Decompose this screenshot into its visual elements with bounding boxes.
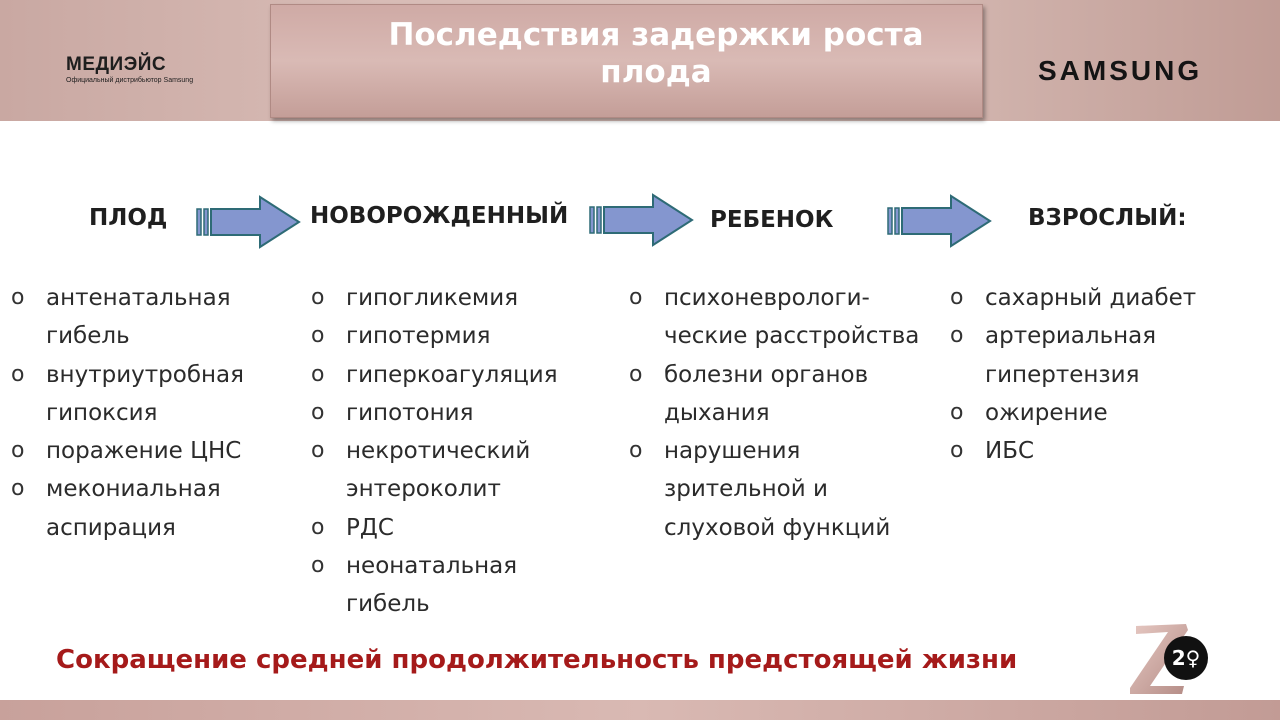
list-item: o поражение ЦНС (11, 432, 301, 470)
list-item-text: некротический энтероколит (346, 438, 531, 503)
list-item-text: гиперкоагуляция (346, 361, 558, 388)
list-item-text: артериальная гипертензия (985, 323, 1157, 388)
circle-bullet-icon: o (311, 323, 325, 349)
circle-bullet-icon: o (311, 399, 325, 425)
list-item-text: гипотония (346, 399, 474, 426)
list-item: o некротический энтероколит (311, 432, 611, 509)
right-arrow-icon (589, 193, 694, 247)
list-item: o сахарный диабет (950, 279, 1250, 317)
list-item-text: мекониальная аспирация (46, 476, 221, 541)
list-item: o мекониальная аспирация (11, 470, 301, 547)
circle-bullet-icon: o (950, 399, 964, 425)
list-item-text: неонатальная гибель (346, 553, 518, 618)
list-item-text: РДС (346, 514, 394, 541)
list-item: o болезни органов дыхания (629, 356, 949, 433)
list-item: o гипогликемия (311, 279, 611, 317)
right-arrow-icon (196, 195, 301, 249)
header-band: МЕДИЭЙС Официальный дистрибьютор Samsung… (0, 0, 1280, 121)
list-item: o гипотермия (311, 317, 611, 355)
fetus-consequences-list: o антенатальная гибель o внутриутробная гип… (11, 279, 301, 547)
medias-logo: МЕДИЭЙС Официальный дистрибьютор Samsung (66, 54, 196, 85)
circle-bullet-icon: o (950, 438, 964, 464)
slide-title: Последствия задержки роста плода (388, 17, 924, 90)
list-item: o ИБС (950, 432, 1250, 470)
circle-bullet-icon: o (311, 438, 325, 464)
list-item: o артериальная гипертензия (950, 317, 1250, 394)
list-item: o нарушения зрительной и слуховой функций (629, 432, 949, 547)
list-item: o ожирение (950, 394, 1250, 432)
list-item-text: ИБС (985, 438, 1035, 465)
circle-bullet-icon: o (629, 285, 643, 310)
list-item: o внутриутробная гипоксия (11, 356, 301, 433)
circle-bullet-icon: o (11, 361, 25, 387)
list-item-text: болезни органов дыхания (664, 361, 869, 426)
list-item-text: поражение ЦНС (46, 438, 242, 465)
adult-consequences-list: o сахарный диабет o артериальная гипертензи… (950, 279, 1250, 470)
medias-logo-tagline: Официальный дистрибьютор Samsung (66, 77, 194, 84)
circle-bullet-icon: o (311, 361, 325, 387)
z-logo-icon: 2♀ (1130, 624, 1208, 694)
list-item: o психоневрологи- ческие расстройства (629, 279, 949, 356)
footer-statement: Сокращение средней продолжительность пре… (56, 645, 1018, 675)
list-item-text: гипогликемия (346, 285, 519, 311)
circle-bullet-icon: o (11, 285, 25, 310)
circle-bullet-icon: o (950, 323, 964, 349)
circle-bullet-icon: o (311, 285, 325, 310)
list-item-text: внутриутробная гипоксия (46, 361, 244, 426)
bottom-band (0, 700, 1280, 720)
stage-child: РЕБЕНОК (710, 207, 834, 233)
circle-bullet-icon: o (311, 553, 325, 579)
circle-bullet-icon: o (311, 514, 325, 540)
svg-text:2♀: 2♀ (1172, 646, 1201, 670)
list-item-text: нарушения зрительной и слуховой функций (664, 438, 891, 541)
circle-bullet-icon: o (11, 476, 25, 502)
list-item-text: ожирение (985, 399, 1108, 426)
list-item: o неонатальная гибель (311, 547, 611, 624)
newborn-consequences-list: o гипогликемия o гипотермия o гиперкоагуляция… (311, 279, 611, 624)
list-item-text: гипотермия (346, 323, 491, 350)
right-arrow-icon (887, 194, 992, 248)
list-item-text: антенатальная гибель (46, 285, 231, 350)
circle-bullet-icon: o (629, 361, 643, 387)
medias-logo-name: МЕДИЭЙС (66, 54, 167, 75)
stage-newborn: НОВОРОЖДЕННЫЙ (310, 203, 569, 229)
list-item: o гиперкоагуляция (311, 356, 611, 394)
list-item: o антенатальная гибель (11, 279, 301, 356)
list-item: o гипотония (311, 394, 611, 432)
list-item-text: сахарный диабет (985, 285, 1197, 311)
samsung-logo: SAMSUNG (1038, 55, 1203, 86)
stage-adult: ВЗРОСЛЫЙ: (1028, 205, 1187, 231)
title-box: Последствия задержки роста плода (270, 4, 983, 118)
stage-fetus: ПЛОД (89, 205, 168, 231)
list-item: o РДС (311, 509, 611, 547)
circle-bullet-icon: o (950, 285, 964, 310)
circle-bullet-icon: o (11, 438, 25, 464)
list-item-text: психоневрологи- ческие расстройства (664, 285, 920, 350)
circle-bullet-icon: o (629, 438, 643, 464)
